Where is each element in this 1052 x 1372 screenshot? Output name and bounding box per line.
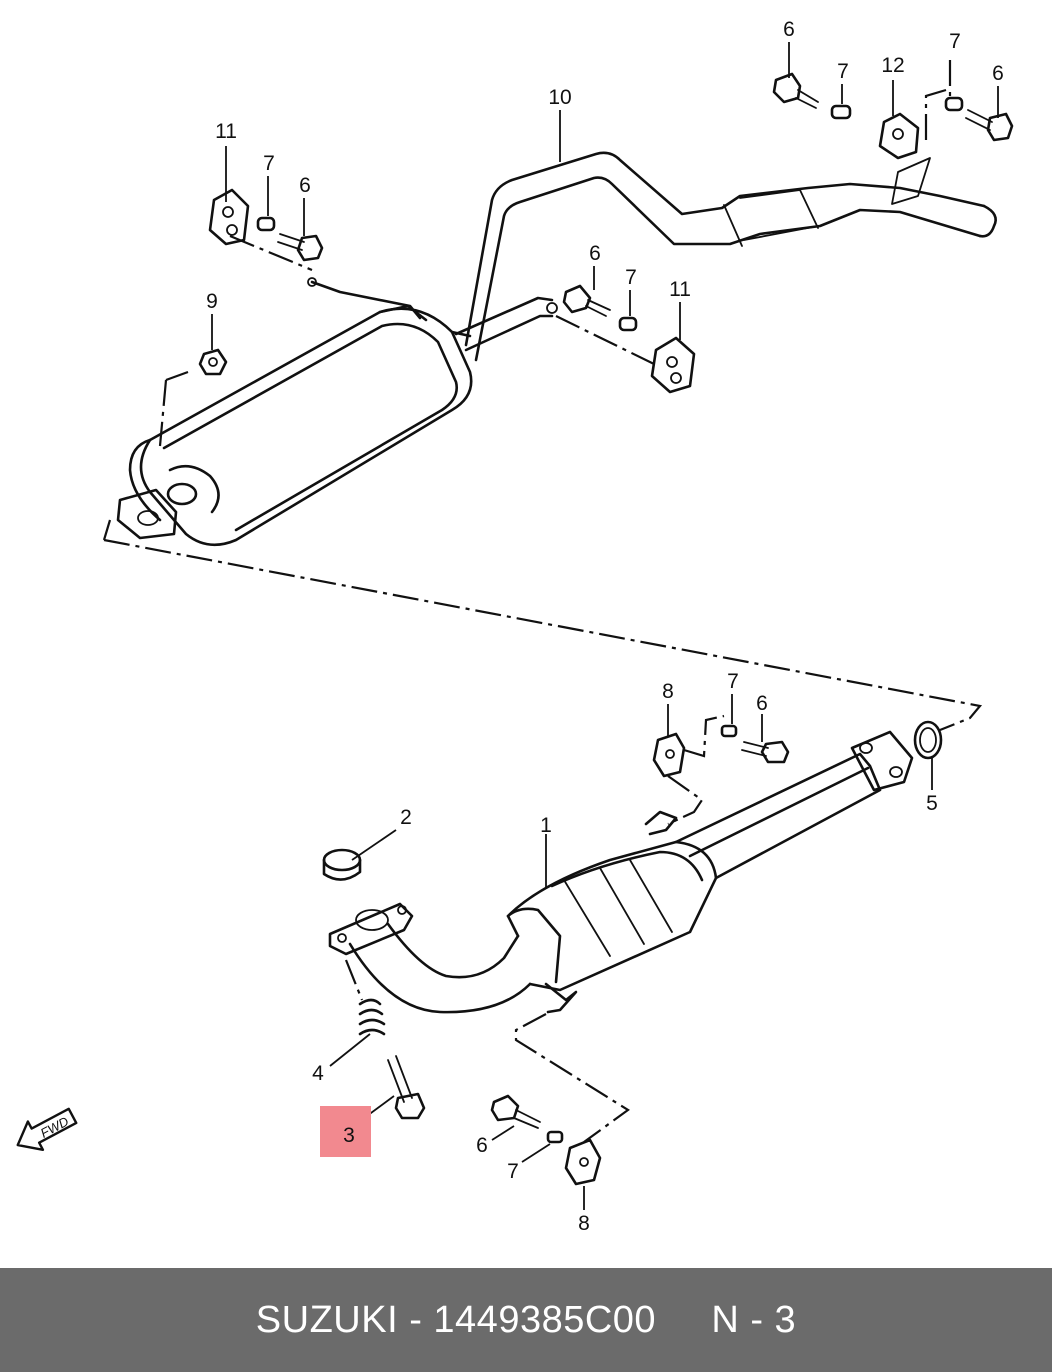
bolt-6-bottom: [490, 1094, 541, 1129]
hanger-8-upper: [652, 732, 686, 778]
callout-7: 7: [837, 60, 849, 83]
footer-bar: SUZUKI - 1449385C00 N - 3: [0, 1268, 1052, 1372]
spring-4: [358, 998, 386, 1036]
callout-3: 3: [343, 1124, 355, 1147]
callout-6: 6: [589, 242, 601, 265]
fwd-label: FWD: [38, 1114, 71, 1141]
callout-7: 7: [263, 152, 275, 175]
cushion-7-top-left: [830, 104, 852, 120]
fwd-arrow-icon: FWD: [16, 1107, 78, 1151]
leader-lines: [211, 42, 999, 1210]
callout-7: 7: [727, 670, 739, 693]
callout-6: 6: [476, 1134, 488, 1157]
cushion-7-lower-upper: [720, 724, 738, 738]
catalytic-converter-pipe: [328, 730, 914, 1014]
callout-1: 1: [540, 814, 552, 837]
highlighted-part-marker: [320, 1106, 371, 1157]
callout-2: 2: [400, 806, 412, 829]
callout-12: 12: [881, 54, 904, 77]
callout-7: 7: [507, 1160, 519, 1183]
hanger-8-bottom: [564, 1138, 602, 1186]
hanger-11-left: [208, 188, 250, 246]
muffler: [116, 277, 558, 547]
hanger-11-mid: [650, 336, 696, 394]
cushion-7-mid: [618, 316, 638, 332]
footer-part-label: SUZUKI - 1449385C00 N - 3: [255, 1299, 797, 1341]
tail-pipe: [464, 151, 997, 362]
callout-8: 8: [578, 1212, 590, 1235]
callout-11: 11: [669, 278, 691, 301]
callout-11: 11: [215, 120, 237, 143]
callout-10: 10: [548, 86, 571, 109]
callout-8: 8: [662, 680, 674, 703]
callout-5: 5: [926, 792, 938, 815]
callout-9: 9: [206, 290, 218, 313]
callout-6: 6: [299, 174, 311, 197]
bolt-3: [387, 1055, 426, 1120]
cushion-7-bottom: [546, 1130, 564, 1144]
bolt-6-lower-upper: [741, 740, 790, 764]
exhaust-system-diagram: FWD 6 7 12 7 6 10 11 7 6 9 6 7 11 8 7 6 …: [16, 18, 1014, 1235]
callouts: 6 7 12 7 6 10 11 7 6 9 6 7 11 8 7 6 5 2 …: [206, 18, 1004, 1235]
callout-6: 6: [992, 62, 1004, 85]
nut-9: [198, 348, 228, 376]
connector-lines: [102, 60, 983, 1143]
callout-6: 6: [783, 18, 795, 41]
highlight-callout-wrapper: 3: [343, 1124, 355, 1147]
bolt-6-top-left: [772, 72, 819, 109]
cushion-7-top-right: [944, 96, 964, 112]
bolt-6-mid: [562, 284, 611, 317]
callout-4: 4: [312, 1062, 324, 1085]
cushion-7-left: [256, 216, 276, 232]
gasket-2: [322, 848, 362, 881]
gasket-5: [913, 720, 943, 760]
hanger-12: [878, 112, 920, 160]
callout-7: 7: [625, 266, 637, 289]
callout-6: 6: [756, 692, 768, 715]
bolt-6-top-right: [965, 109, 1014, 142]
callout-7: 7: [949, 30, 961, 53]
bolt-6-left: [277, 233, 324, 262]
